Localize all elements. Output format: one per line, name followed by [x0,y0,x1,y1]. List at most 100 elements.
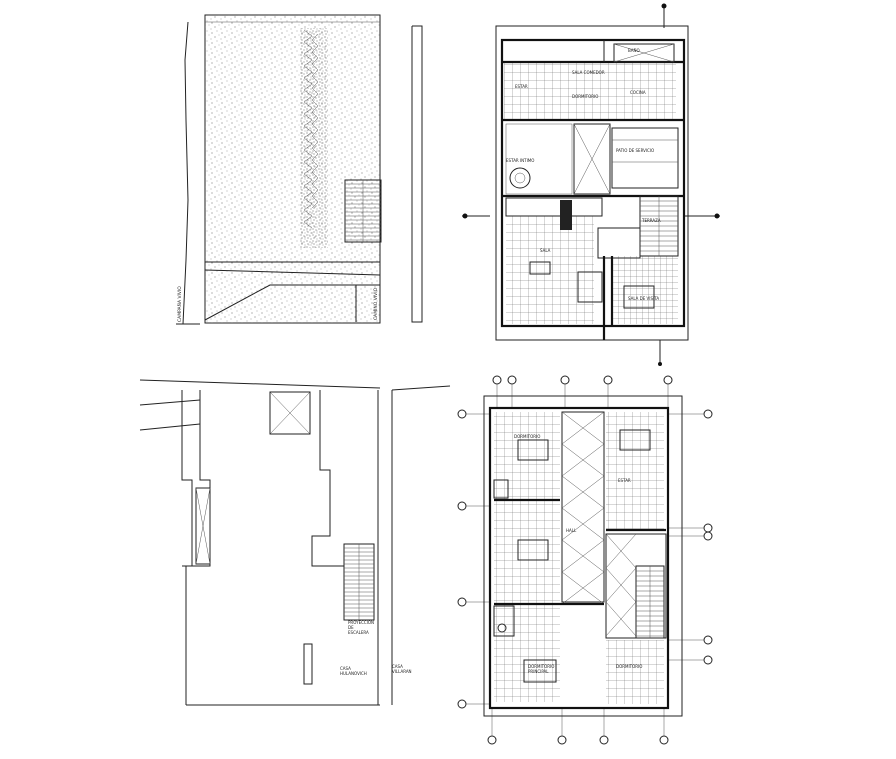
closet-1 [493,479,509,499]
axis-bubble [703,531,713,541]
axis-bubble [557,735,567,745]
neighbor-top-line [139,379,381,389]
void-diagonal [561,507,605,541]
upper-dimension-frame [483,395,683,717]
neighbor-east-inner [311,390,344,567]
room-label-sala-comedor: SALA COMEDOR [572,70,605,75]
upper-exterior-walls [488,406,670,710]
room-label-dormitorio: DORMITORIO [572,94,598,99]
street-edge-left [182,21,189,325]
ground-floor-plan-panel: SALA COMEDOR COCINA ESTAR DORMITORIO PAT… [462,3,720,366]
access-line-2 [204,269,381,276]
axis-bubble [507,375,517,385]
axis-bubble [487,735,497,745]
west-marker [462,213,468,219]
room-label-estar: ESTAR [515,84,528,89]
stair-treads [640,196,678,256]
dimension-frame [495,25,689,341]
bath-fixture [493,605,515,637]
skylight-box [269,391,311,435]
exterior-walls [500,38,686,328]
south-marker [658,362,662,366]
bed-1 [517,439,549,461]
room-label-bano: BAÑO [628,48,640,53]
neighbor-west-boundary [185,390,211,705]
upper-room-label-1: DORMITORIO [514,434,540,439]
entry-marker [303,643,313,685]
entry-hall [597,227,641,259]
upper-room-label-3: ESTAR [618,478,631,483]
column-block [560,200,572,230]
void-diagonal [561,411,605,445]
bed-3 [523,659,557,683]
room-label-sala-visita: SALA DE VISITA [628,296,659,301]
access-ramp [204,284,380,321]
grid-axis-bubbles [457,375,713,745]
neighbor-line-3 [139,423,201,431]
east-void-diagonals [605,533,637,637]
void-diagonal [561,571,605,605]
garden-patio [505,123,573,195]
utility-diag-2 [613,43,675,63]
side-strip [411,25,423,323]
stair-hatch [344,179,382,243]
axis-bubble [492,375,502,385]
upper-room-label-5: DORMITORIO [616,664,642,669]
upper-room-label-4: HALL [566,528,577,533]
stair-block-treads [344,544,374,620]
neighbor-line-2 [139,399,201,406]
kitchen-counter [505,197,603,217]
furniture-visit [623,285,655,309]
axis-bubble [703,635,713,645]
villaran-top [391,385,451,391]
west-window-diag-2 [195,487,211,565]
void-diagonal [605,567,637,603]
visit-floor-tiles [612,256,678,324]
void-diagonals [561,411,605,605]
tree-symbol [509,167,531,189]
axis-bubble [663,375,673,385]
axis-bubble [457,409,467,419]
axis-bubble [703,409,713,419]
right-street-label: CAMINO VIVIO [373,287,379,320]
east-marker [714,213,720,219]
axis-bubble [659,735,669,745]
axis-bubble [457,501,467,511]
light-well-diag-2 [573,123,611,195]
room-label-cocina: COCINA [630,90,646,95]
upper-right-tiles [606,412,664,530]
living-floor-tiles [504,62,676,120]
room-label-terraza: TERRAZA [641,218,661,223]
furniture-table [529,261,551,275]
bed-4 [619,429,651,451]
void-diagonal [561,443,605,477]
room-label-sala: SALA [540,248,551,253]
void-diagonal [561,539,605,573]
neighbor-west-inner [181,390,193,567]
upper-right-bottom-tiles [606,640,664,704]
void-diagonal [561,475,605,509]
west-window [195,487,211,565]
bed-2 [517,539,549,561]
furniture-sofa [577,271,603,303]
room-label-patio-servicio: PATIO DE SERVICIO [616,148,654,153]
tree-symbol-inner [514,172,526,184]
left-street-label: CAMPAÑA VIVIO [176,286,183,322]
upper-left-tiles [494,412,560,702]
bath-sink [497,623,507,633]
top-utility-room [613,43,675,63]
axis-bubble [457,597,467,607]
tree-line [300,28,328,248]
axis-bubble [457,699,467,709]
void-diagonal [605,601,637,637]
axis-bubble [603,375,613,385]
axis-bubble [599,735,609,745]
void-diagonal [605,533,637,569]
lot-ground-texture [205,15,380,323]
